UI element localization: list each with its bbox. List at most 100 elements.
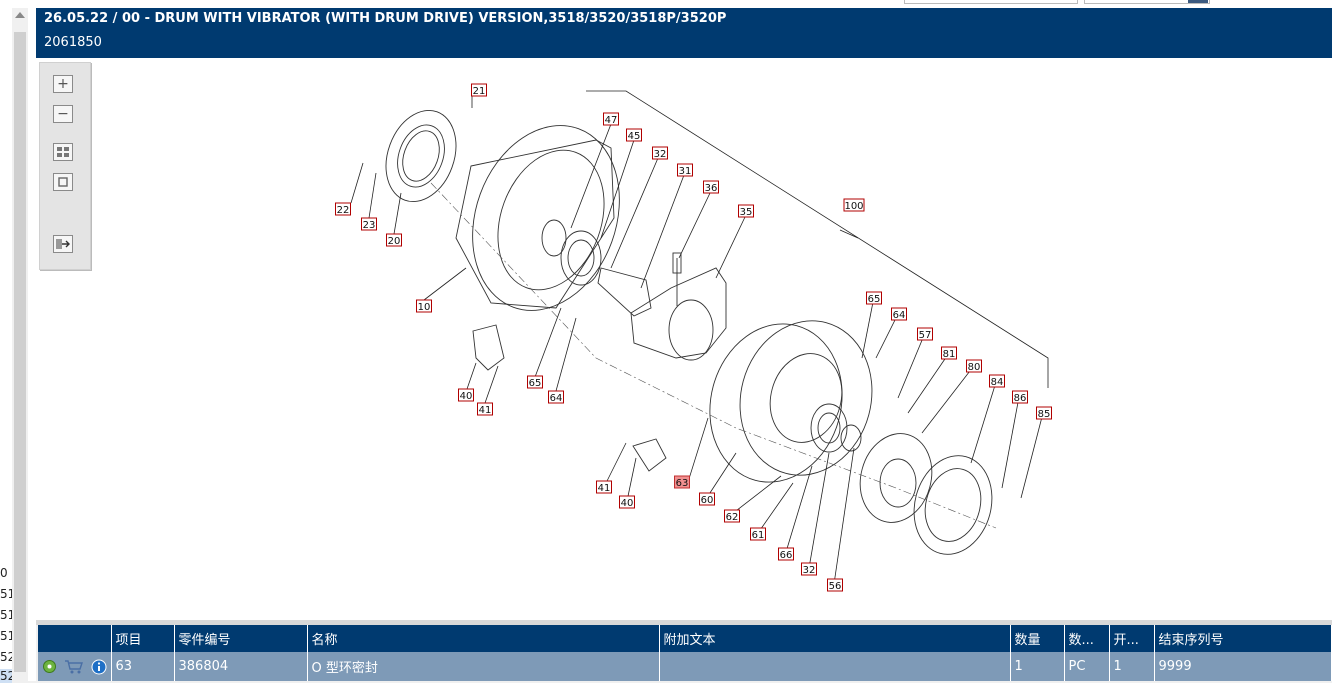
callout-layer: 21 47 45 32 31 36 35 100 22 23 20 10 40 41 65 64 65 64 57 8… xyxy=(335,83,1052,592)
callout-65[interactable]: 65 xyxy=(866,291,882,305)
svg-text:35: 35 xyxy=(740,207,753,218)
svg-text:85: 85 xyxy=(1038,409,1051,420)
col-additional-text[interactable]: 附加文本 xyxy=(659,625,1011,652)
cover-plate xyxy=(385,109,457,203)
col-unit[interactable]: 数... xyxy=(1064,625,1110,652)
bracket-40-lower xyxy=(632,438,667,472)
viewer-toolbar: + − xyxy=(39,62,91,270)
scroll-up-icon[interactable] xyxy=(15,12,25,18)
frame-icon[interactable] xyxy=(53,173,73,191)
parts-table: 项目 零件编号 名称 附加文本 数量 数... 开... 结束序列号 63 38… xyxy=(38,625,1332,681)
col-name[interactable]: 名称 xyxy=(307,625,660,652)
callout-65[interactable]: 65 xyxy=(527,375,543,389)
svg-text:64: 64 xyxy=(893,310,906,321)
callout-32[interactable]: 32 xyxy=(801,562,817,576)
row-actions xyxy=(38,652,112,681)
col-start[interactable]: 开... xyxy=(1109,625,1155,652)
status-icon[interactable] xyxy=(42,659,57,674)
svg-text:40: 40 xyxy=(460,391,473,402)
cart-icon[interactable] xyxy=(64,659,84,674)
callout-10[interactable]: 10 xyxy=(416,299,432,313)
callout-45[interactable]: 45 xyxy=(626,128,642,142)
svg-text:31: 31 xyxy=(679,166,692,177)
svg-text:57: 57 xyxy=(919,330,932,341)
info-icon[interactable] xyxy=(91,659,107,675)
svg-text:20: 20 xyxy=(388,236,401,247)
callout-64[interactable]: 64 xyxy=(891,307,907,321)
svg-text:45: 45 xyxy=(628,131,641,142)
col-end-serial[interactable]: 结束序列号 xyxy=(1154,625,1332,652)
left-scrollbar[interactable] xyxy=(12,8,28,681)
center-axis xyxy=(430,182,997,529)
svg-text:81: 81 xyxy=(943,349,956,360)
col-part-number[interactable]: 零件编号 xyxy=(174,625,308,652)
callout-57[interactable]: 57 xyxy=(917,327,933,341)
callout-62[interactable]: 62 xyxy=(724,509,740,523)
callout-81[interactable]: 81 xyxy=(941,346,957,360)
svg-text:23: 23 xyxy=(363,220,376,231)
tree-item[interactable]: 52 xyxy=(0,650,12,664)
tree-item[interactable]: 51 xyxy=(0,629,12,643)
callout-36[interactable]: 36 xyxy=(703,180,719,194)
callout-47[interactable]: 47 xyxy=(603,112,619,126)
callout-61[interactable]: 61 xyxy=(750,527,766,541)
scroll-thumb[interactable] xyxy=(14,32,26,672)
callout-40[interactable]: 40 xyxy=(619,495,635,509)
search-button[interactable] xyxy=(1188,0,1208,3)
callout-85[interactable]: 85 xyxy=(1036,406,1052,420)
table-row[interactable]: 63 386804 O 型环密封 1 PC 1 9999 xyxy=(38,652,1332,681)
callout-31[interactable]: 31 xyxy=(677,163,693,177)
col-quantity[interactable]: 数量 xyxy=(1010,625,1065,652)
svg-text:63: 63 xyxy=(676,478,689,489)
zoom-out-icon[interactable]: − xyxy=(53,105,73,123)
callout-56[interactable]: 56 xyxy=(827,578,843,592)
svg-text:32: 32 xyxy=(654,149,667,160)
callout-20[interactable]: 20 xyxy=(386,233,402,247)
eccentric-weight xyxy=(630,252,727,361)
svg-text:36: 36 xyxy=(705,183,718,194)
svg-text:61: 61 xyxy=(752,530,765,541)
svg-text:60: 60 xyxy=(701,495,714,506)
tree-item-selected[interactable]: 52 xyxy=(0,669,12,683)
zoom-in-icon[interactable]: + xyxy=(53,75,73,93)
diagram-viewer[interactable]: + − xyxy=(36,58,1332,620)
callout-41[interactable]: 41 xyxy=(596,480,612,494)
splitter[interactable] xyxy=(36,620,1332,625)
exploded-view-drawing: 21 47 45 32 31 36 35 100 22 23 20 10 40 41 65 64 65 64 57 8… xyxy=(335,83,1052,592)
cell-unit: PC xyxy=(1064,652,1110,681)
col-item[interactable]: 项目 xyxy=(111,625,175,652)
callout-100[interactable]: 100 xyxy=(843,198,865,212)
callout-35[interactable]: 35 xyxy=(738,204,754,218)
tree-item[interactable]: 51 xyxy=(0,587,12,601)
callout-63[interactable]: 63 xyxy=(674,475,690,489)
callout-32[interactable]: 32 xyxy=(652,146,668,160)
callout-86[interactable]: 86 xyxy=(1012,390,1028,404)
svg-text:22: 22 xyxy=(337,205,350,216)
svg-text:10: 10 xyxy=(418,302,431,313)
svg-text:32: 32 xyxy=(803,565,816,576)
diagram-title: 26.05.22 / 00 - DRUM WITH VIBRATOR (WITH… xyxy=(44,11,727,26)
callout-23[interactable]: 23 xyxy=(361,217,377,231)
export-icon[interactable] xyxy=(53,235,73,253)
drum-housing xyxy=(455,125,620,311)
cell-item: 63 xyxy=(111,652,175,681)
tree-item[interactable]: 51 xyxy=(0,608,12,622)
bracket-40-upper xyxy=(472,324,505,371)
callout-41[interactable]: 41 xyxy=(477,402,493,416)
search-field[interactable] xyxy=(1084,0,1210,4)
leader-lines xyxy=(350,96,1044,585)
filter-field[interactable] xyxy=(904,0,1078,4)
callout-60[interactable]: 60 xyxy=(699,492,715,506)
callout-40[interactable]: 40 xyxy=(458,388,474,402)
svg-text:86: 86 xyxy=(1014,393,1027,404)
callout-22[interactable]: 22 xyxy=(335,202,351,216)
fit-icon[interactable] xyxy=(53,143,73,161)
callout-66[interactable]: 66 xyxy=(778,547,794,561)
callout-21[interactable]: 21 xyxy=(471,83,487,97)
callout-64[interactable]: 64 xyxy=(548,390,564,404)
callout-84[interactable]: 84 xyxy=(989,374,1005,388)
tree-item[interactable]: 0 xyxy=(0,566,8,580)
bearing-32 xyxy=(560,230,602,286)
drum-disc xyxy=(709,320,873,483)
callout-80[interactable]: 80 xyxy=(966,359,982,373)
